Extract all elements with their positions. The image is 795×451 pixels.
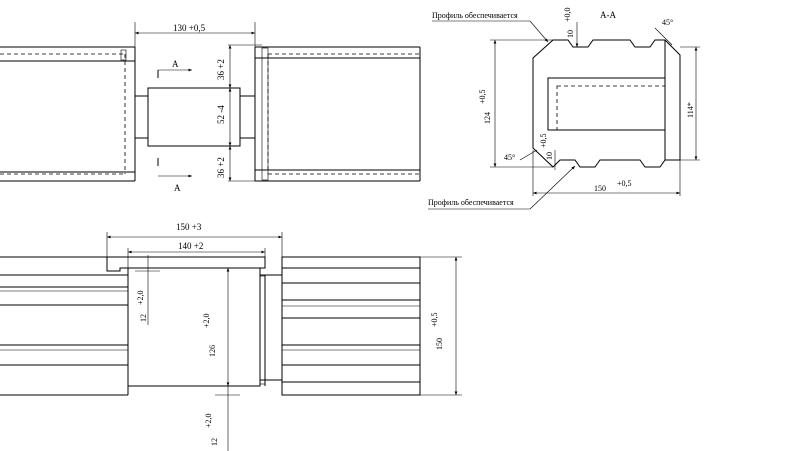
sec-dim-bottom-v: 10 <box>545 152 554 160</box>
section-title: A-A <box>600 10 616 20</box>
sec-dim-top: 10 <box>566 30 575 38</box>
dim-mid-tol: +2,0 <box>202 313 211 328</box>
sec-tol-bottom-v: +0,5 <box>539 133 548 148</box>
section-aa-view: A-A Профиль обеспечивается +0,0 10 45° +… <box>428 7 700 210</box>
section-mark-bottom: A <box>174 183 181 193</box>
dim-left-tol: +2,0 <box>136 290 145 305</box>
sec-dim-right: 114* <box>686 102 695 118</box>
sec-tol-top: +0,0 <box>563 7 572 22</box>
dim-left-12: 12 <box>139 314 148 322</box>
dim-low-tol: +2,0 <box>204 413 213 428</box>
dim-plan-upper: 36 +2 <box>216 59 226 80</box>
section-mark-top: A <box>172 59 179 69</box>
plan-view: 130 +0,5 36 +2 52 -4 36 +2 A A <box>0 22 421 193</box>
sec-dim-left: 124 <box>483 112 492 124</box>
profile-note-top: Профиль обеспечивается <box>432 11 518 20</box>
dim-plan-lower: 36 +2 <box>216 157 226 178</box>
sec-tol-width: +0,5 <box>617 179 632 188</box>
sec-angle-top: 45° <box>662 18 673 27</box>
sec-angle-bottom: 45° <box>504 153 515 162</box>
dim-low-12: 12 <box>210 438 219 446</box>
profile-note-bottom: Профиль обеспечивается <box>428 198 514 207</box>
dim-plan-middle: 52 -4 <box>216 105 226 124</box>
dim-plan-width: 130 +0,5 <box>173 23 206 33</box>
dim-right-tol: +0,5 <box>430 312 439 327</box>
elevation-view: 150 +3 140 +2 +2,0 12 +2,0 126 +0,5 150 … <box>0 222 462 451</box>
sec-tol-left: +0,5 <box>478 89 487 104</box>
dim-mid-126: 126 <box>208 345 217 357</box>
dim-outer-width: 150 +3 <box>176 222 202 232</box>
dim-right-150: 150 <box>435 338 444 350</box>
dim-inner-width: 140 +2 <box>178 241 203 251</box>
sec-dim-width: 150 <box>594 184 606 193</box>
